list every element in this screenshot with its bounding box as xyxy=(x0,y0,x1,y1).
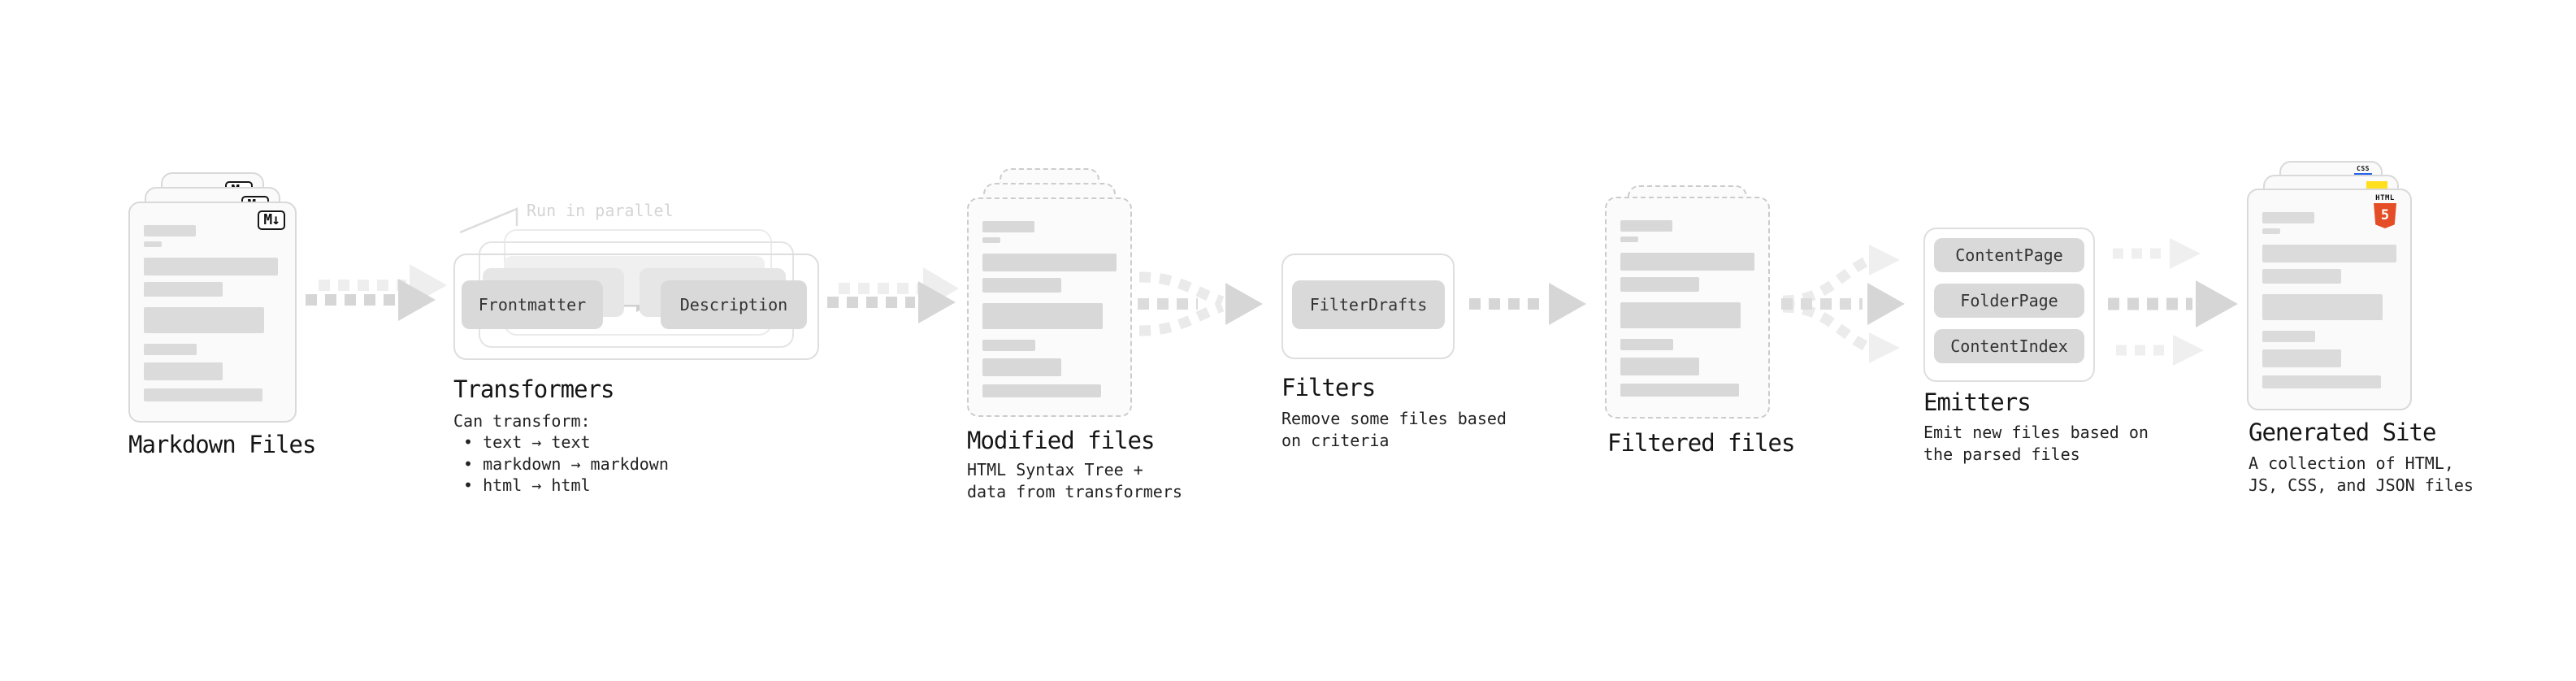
transform-rule: markdown → markdown xyxy=(463,453,669,475)
transform-rule: html → html xyxy=(463,475,669,497)
markdown-icon: M↓ xyxy=(258,210,285,230)
generated-site-description: A collection of HTML, JS, CSS, and JSON … xyxy=(2249,453,2474,495)
transform-rule: text → text xyxy=(463,432,669,453)
text-placeholder-bars xyxy=(144,203,284,401)
text-placeholder-bars xyxy=(982,199,1119,397)
transformers-bullet-list: text → text markdown → markdown html → h… xyxy=(463,432,669,497)
filtered-file-front xyxy=(1605,197,1770,419)
filters-label: Filters xyxy=(1281,374,1376,401)
transformers-description: Can transform: xyxy=(453,411,591,431)
markdown-file-front: M↓ xyxy=(128,202,297,423)
modified-files-label: Modified files xyxy=(967,427,1155,454)
arrow-markdown-to-transformers xyxy=(306,264,447,321)
filterdrafts-node: FilterDrafts xyxy=(1292,280,1445,329)
emitters-label: Emitters xyxy=(1923,388,2032,416)
run-in-parallel-leader-line xyxy=(459,207,518,234)
run-in-parallel-annotation: Run in parallel xyxy=(527,201,674,220)
generated-site-label: Generated Site xyxy=(2249,419,2436,446)
modified-file-front xyxy=(967,197,1132,417)
html5-shield: 5 xyxy=(2374,203,2396,228)
transformers-frame-front xyxy=(453,254,819,360)
markdown-files-label: Markdown Files xyxy=(128,431,316,458)
frontmatter-node: Frontmatter xyxy=(462,280,603,329)
text-placeholder-bars xyxy=(2262,190,2399,388)
transformers-label: Transformers xyxy=(453,375,615,403)
arrow-filtered-to-emitters-split xyxy=(1781,245,1905,363)
modified-files-description: HTML Syntax Tree + data from transformer… xyxy=(967,460,1182,501)
arrow-transformers-to-modified xyxy=(827,267,959,323)
arrow-emitters-to-generated xyxy=(2108,238,2238,366)
html5-icon: HTML 5 xyxy=(2371,194,2399,228)
filtered-files-stack xyxy=(1605,185,1770,421)
filtered-files-label: Filtered files xyxy=(1607,429,1795,457)
filters-description: Remove some files based on criteria xyxy=(1281,409,1507,450)
emitters-description: Emit new files based on the parsed files xyxy=(1923,423,2149,464)
contentpage-node: ContentPage xyxy=(1934,238,2084,272)
markdown-files-stack: M↓ M↓ M↓ xyxy=(128,172,297,423)
folderpage-node: FolderPage xyxy=(1934,284,2084,318)
description-node: Description xyxy=(661,280,807,329)
text-placeholder-bars xyxy=(1620,198,1757,397)
arrow-filters-to-filtered xyxy=(1469,283,1586,325)
modified-files-stack xyxy=(967,168,1132,417)
contentindex-node: ContentIndex xyxy=(1934,329,2084,363)
html-file: HTML 5 xyxy=(2247,189,2412,410)
generated-site-stack: CSS HTML 5 xyxy=(2247,161,2412,413)
arrow-modified-to-filters-merge xyxy=(1138,271,1263,336)
